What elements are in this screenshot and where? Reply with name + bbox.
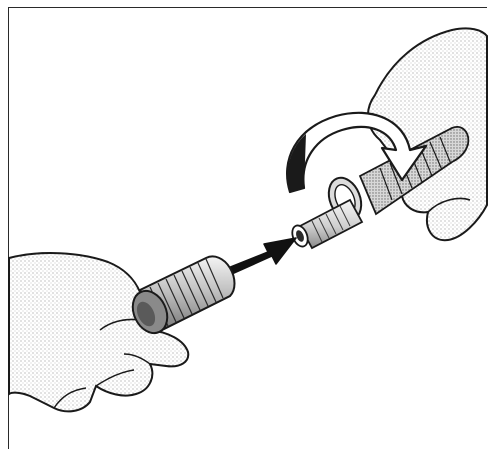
- push-arrow: [228, 238, 296, 274]
- left-hand: [9, 253, 188, 411]
- knurled-knob: [126, 256, 234, 338]
